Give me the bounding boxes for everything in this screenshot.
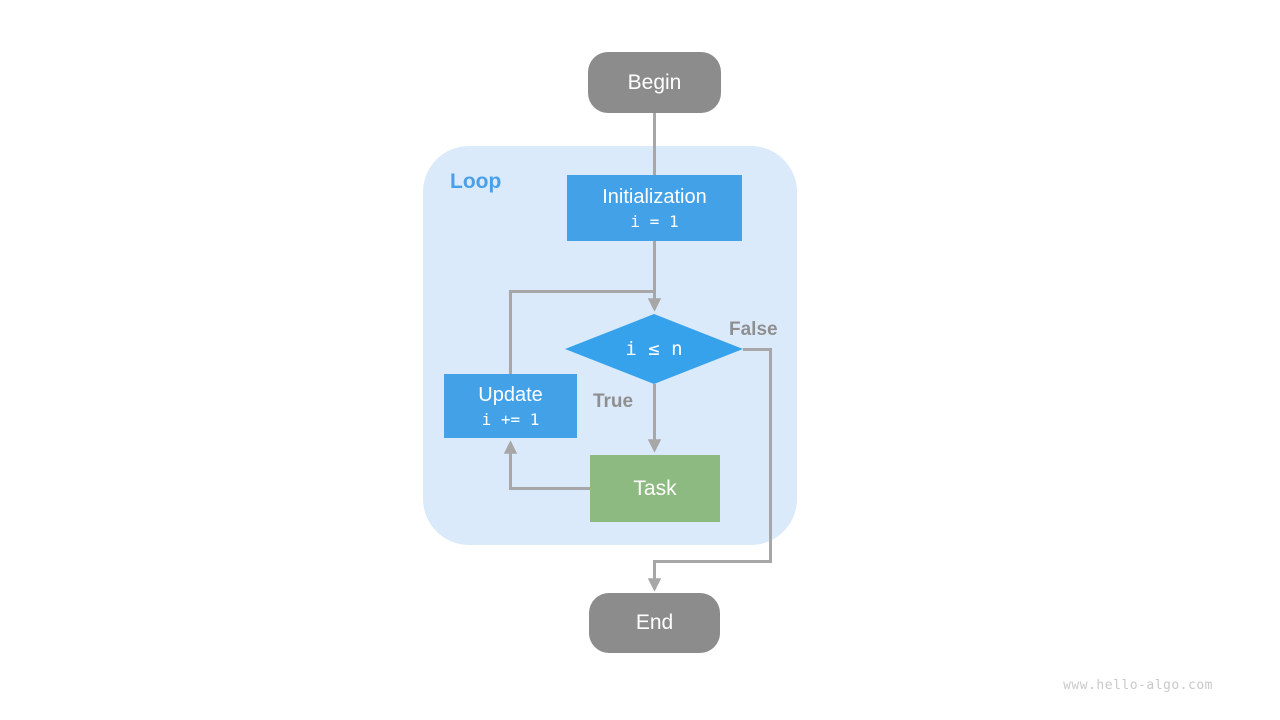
edge-label-true: True xyxy=(592,391,634,412)
node-initialization: Initialization i = 1 xyxy=(567,175,742,241)
node-condition-label: i ≤ n xyxy=(625,338,683,360)
node-initialization-code: i = 1 xyxy=(630,211,679,231)
node-begin-label: Begin xyxy=(627,70,682,94)
node-begin: Begin xyxy=(588,52,721,113)
node-update-code: i += 1 xyxy=(481,409,540,429)
node-initialization-title: Initialization xyxy=(602,185,707,208)
loop-label: Loop xyxy=(450,170,502,193)
node-update-title: Update xyxy=(478,383,543,406)
watermark: www.hello-algo.com xyxy=(1063,678,1213,693)
node-update: Update i += 1 xyxy=(444,374,577,438)
node-task-label: Task xyxy=(633,476,677,500)
node-end-label: End xyxy=(635,611,674,634)
edge-label-false: False xyxy=(729,319,778,340)
node-task: Task xyxy=(590,455,720,522)
node-end: End xyxy=(589,593,720,653)
